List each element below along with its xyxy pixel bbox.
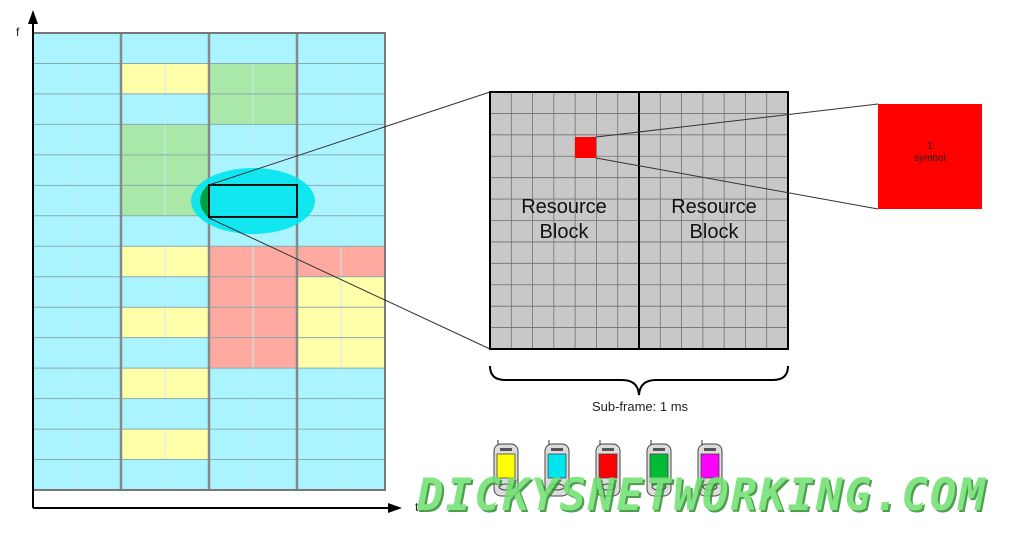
phone-keypad bbox=[498, 483, 514, 491]
symbol-block: 1 symbol bbox=[878, 104, 982, 209]
zoom-line-top bbox=[208, 91, 491, 186]
resource-block-label-1: Resource Block bbox=[521, 196, 607, 243]
phone-green-icon bbox=[646, 440, 672, 497]
phone-red-icon bbox=[595, 440, 621, 497]
y-axis-arrow-icon bbox=[28, 10, 38, 24]
symbol-zoom-line-bottom bbox=[595, 157, 879, 210]
highlight-ellipse-green-part bbox=[200, 184, 209, 218]
highlight-rb-pair bbox=[208, 184, 298, 218]
phone-magenta-icon bbox=[697, 440, 723, 497]
subframe-brace bbox=[489, 365, 789, 396]
resource-block-label-2: Resource Block bbox=[671, 196, 757, 243]
phone-cyan-icon bbox=[544, 440, 570, 497]
phone-speaker bbox=[551, 448, 563, 451]
phone-speaker bbox=[704, 448, 716, 451]
zoom-line-bottom bbox=[208, 217, 491, 350]
phone-screen bbox=[496, 453, 516, 479]
symbol-zoom-line-top bbox=[595, 103, 879, 138]
watermark: DICKYSNETWORKING.COM bbox=[417, 470, 987, 521]
phone-yellow-icon bbox=[493, 440, 519, 497]
phone-speaker bbox=[500, 448, 512, 451]
phone-keypad bbox=[549, 483, 565, 491]
phone-screen bbox=[598, 453, 618, 479]
phone-keypad bbox=[600, 483, 616, 491]
subframe-label: Sub-frame: 1 ms bbox=[591, 399, 689, 414]
x-axis-arrow-icon bbox=[388, 503, 402, 513]
resource-element bbox=[575, 137, 596, 158]
phone-screen bbox=[547, 453, 567, 479]
phone-keypad bbox=[651, 483, 667, 491]
frequency-axis-label: f bbox=[16, 25, 20, 39]
phone-keypad bbox=[702, 483, 718, 491]
phone-screen bbox=[700, 453, 720, 479]
phone-speaker bbox=[602, 448, 614, 451]
phone-speaker bbox=[653, 448, 665, 451]
resource-block-border bbox=[489, 91, 789, 350]
symbol-label: 1 symbol bbox=[914, 141, 946, 164]
phone-screen bbox=[649, 453, 669, 479]
time-axis-label: t bbox=[415, 500, 419, 514]
